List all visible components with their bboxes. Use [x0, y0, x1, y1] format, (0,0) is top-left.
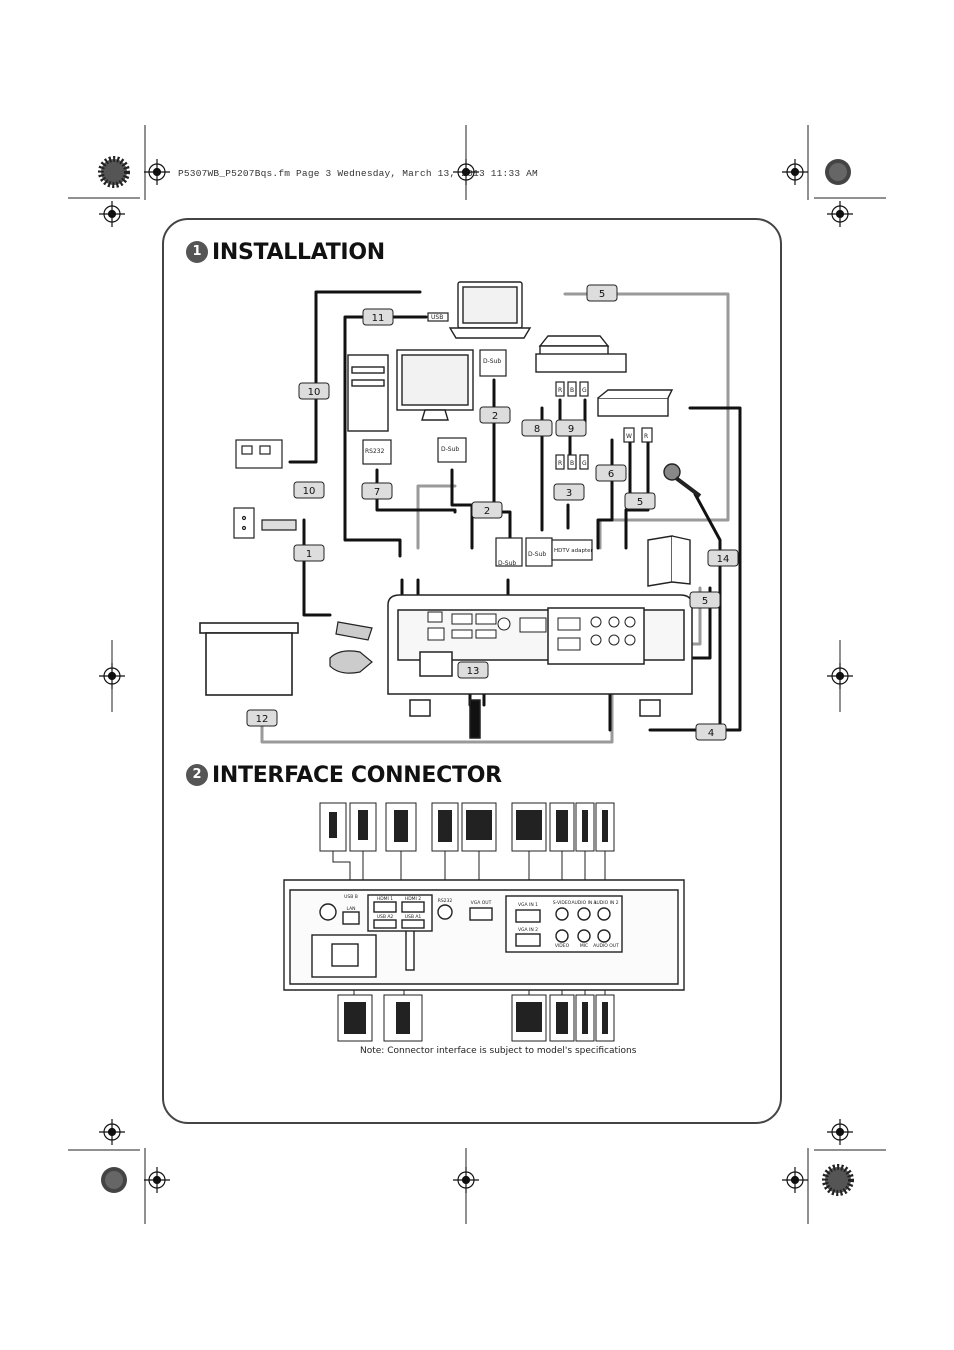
- svg-text:14: 14: [717, 554, 730, 565]
- cable-tag: 5: [624, 492, 656, 510]
- audio-in2-port-label: AUDIO IN 2: [593, 900, 618, 906]
- cable-tag: 2: [479, 406, 511, 424]
- cable-tag: 2: [471, 501, 503, 519]
- cable-tag: 5: [586, 284, 618, 302]
- content-panel: [162, 218, 782, 1124]
- cable-tag: 10: [298, 382, 330, 400]
- rgb-r-label: R: [558, 387, 562, 394]
- svg-text:11: 11: [372, 313, 385, 324]
- red-audio-label: R: [644, 433, 648, 440]
- vga-in2-port-label: VGA IN 2: [518, 927, 538, 933]
- svg-text:5: 5: [599, 289, 605, 300]
- dsub-left-label: D-Sub: [498, 560, 516, 567]
- cable-tag: 8: [521, 419, 553, 437]
- usb-a2-port-label: USB A2: [377, 914, 394, 920]
- video-port-label: VIDEO: [555, 943, 570, 949]
- svg-text:1: 1: [306, 549, 312, 560]
- hdmi2-port-label: HDMI 2: [405, 896, 421, 902]
- svg-text:7: 7: [374, 487, 380, 498]
- cable-tag: 11: [362, 308, 394, 326]
- cable-tag: 12: [246, 709, 278, 727]
- white-audio-label: W: [626, 433, 632, 440]
- svg-text:13: 13: [467, 666, 480, 677]
- svg-text:5: 5: [637, 497, 643, 508]
- rgb-g-label: G: [582, 387, 587, 394]
- svg-text:3: 3: [566, 488, 572, 499]
- vga-in1-port-label: VGA IN 1: [518, 902, 538, 908]
- cable-tag: 6: [595, 464, 627, 482]
- connector-note: Note: Connector interface is subject to …: [360, 1046, 637, 1056]
- rs232-connector-label: RS232: [365, 448, 385, 455]
- rgb2-r-label: R: [558, 460, 562, 467]
- svg-text:10: 10: [303, 486, 316, 497]
- cable-tag: 3: [553, 483, 585, 501]
- rgb2-g-label: G: [582, 460, 587, 467]
- svg-text:2: 2: [484, 506, 490, 517]
- cable-tag: 1: [293, 544, 325, 562]
- svg-text:4: 4: [708, 728, 714, 739]
- svg-text:2: 2: [492, 411, 498, 422]
- usb-a1-port-label: USB A1: [405, 914, 422, 920]
- dsub-laptop-label: D-Sub: [483, 358, 501, 365]
- usb-b-port-label: USB B: [344, 894, 358, 900]
- vga-out-port-label: VGA OUT: [471, 900, 492, 906]
- svg-text:5: 5: [702, 596, 708, 607]
- section-number-interface: 2: [186, 764, 208, 786]
- svg-text:8: 8: [534, 424, 540, 435]
- audio-in1-port-label: AUDIO IN 1: [571, 900, 596, 906]
- cable-tag: 4: [695, 723, 727, 741]
- usb-connector-label: USB: [431, 314, 443, 321]
- hdmi1-port-label: HDMI 1: [377, 896, 393, 902]
- rgb2-b-label: B: [570, 460, 574, 467]
- svg-text:10: 10: [308, 387, 321, 398]
- cable-tag: 14: [707, 549, 739, 567]
- svg-text:6: 6: [608, 469, 614, 480]
- svg-text:12: 12: [256, 714, 269, 725]
- svg-text:9: 9: [568, 424, 574, 435]
- dsub-pc-label: D-Sub: [441, 446, 459, 453]
- print-header: P5307WB_P5207Bqs.fm Page 3 Wednesday, Ma…: [178, 168, 538, 179]
- mic-port-label: MIC: [580, 943, 588, 949]
- rgb-b-label: B: [570, 387, 574, 394]
- cable-tag: 13: [457, 661, 489, 679]
- lan-port-label: LAN: [346, 906, 355, 912]
- cable-tag: 5: [689, 591, 721, 609]
- interface-connector-title: INTERFACE CONNECTOR: [212, 763, 502, 788]
- cable-tag: 9: [555, 419, 587, 437]
- hdtv-adapter-label: HDTV adapter: [554, 548, 594, 554]
- cable-tag: 10: [293, 481, 325, 499]
- section-number-installation: 1: [186, 241, 208, 263]
- dsub-right-label: D-Sub: [528, 551, 546, 558]
- cable-tag: 7: [361, 482, 393, 500]
- audio-out-port-label: AUDIO OUT: [593, 943, 619, 949]
- rs232-port-label: RS232: [438, 898, 453, 904]
- installation-title: INSTALLATION: [212, 240, 385, 265]
- svideo-port-label: S-VIDEO: [553, 900, 572, 906]
